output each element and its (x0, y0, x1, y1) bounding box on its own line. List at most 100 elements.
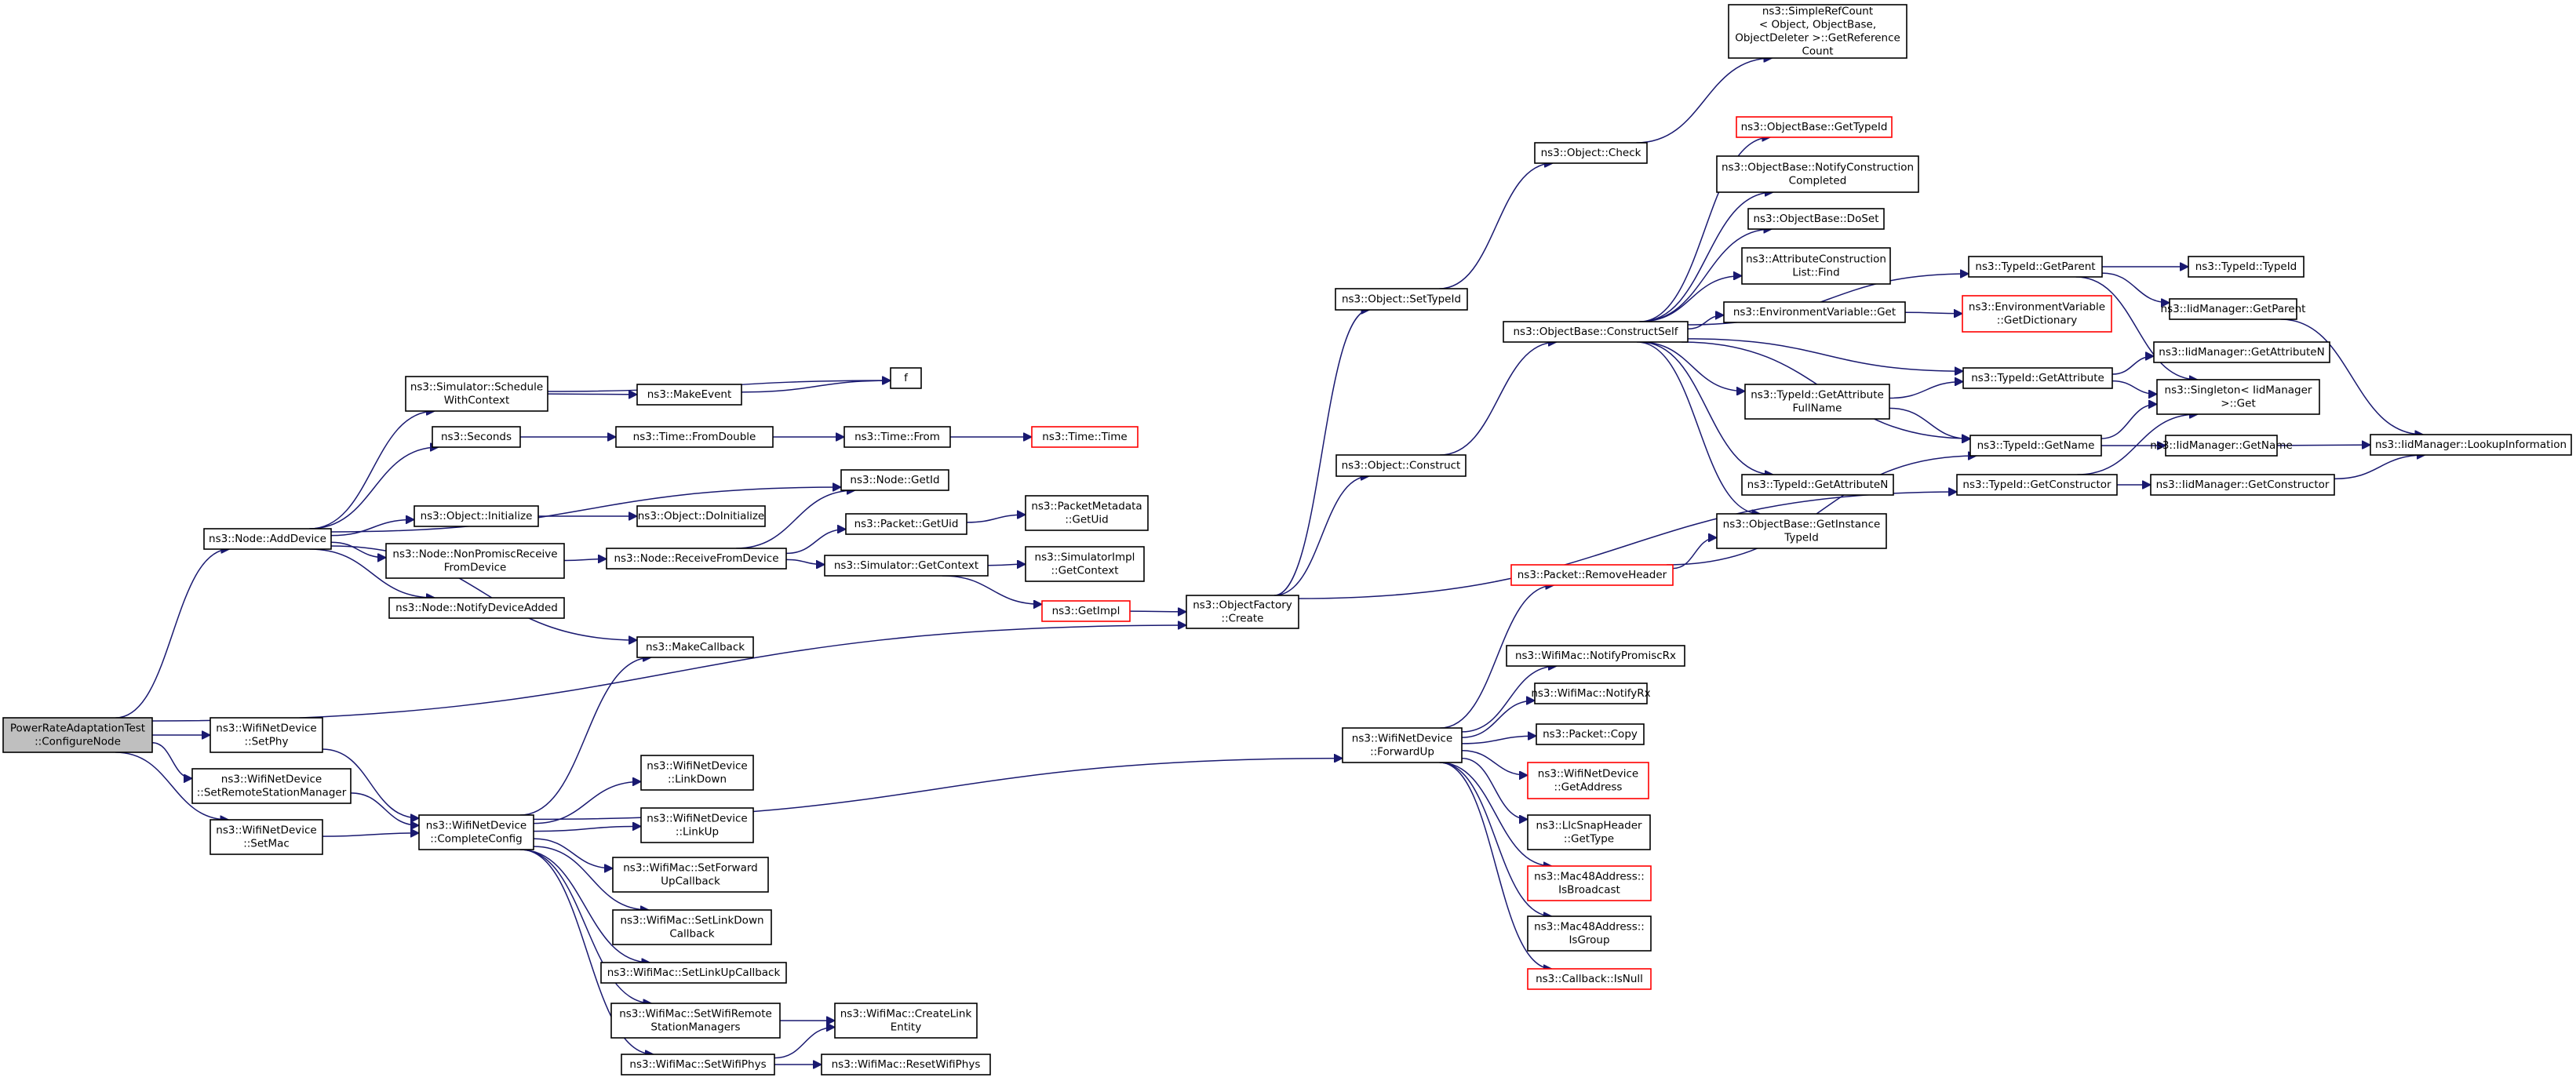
graph-node-ns3-wifinetdevice-setmac[interactable]: ns3::WifiNetDevice::SetMac (210, 819, 323, 855)
node-box[interactable] (2188, 256, 2305, 278)
node-box[interactable] (1342, 727, 1463, 763)
node-box[interactable] (1506, 645, 1685, 667)
node-box[interactable] (2370, 434, 2572, 456)
node-box[interactable] (1041, 600, 1131, 622)
node-box[interactable] (612, 909, 772, 945)
node-box[interactable] (203, 528, 332, 550)
graph-node-ns3-wifimac-notifypromiscrx[interactable]: ns3::WifiMac::NotifyPromiscRx (1506, 645, 1685, 667)
node-box[interactable] (890, 367, 922, 389)
node-box[interactable] (612, 857, 769, 893)
graph-node-ns3-makecallback[interactable]: ns3::MakeCallback (636, 636, 754, 658)
node-box[interactable] (1534, 682, 1648, 704)
graph-node-ns3-mac48address-isbroadcast[interactable]: ns3::Mac48Address::IsBroadcast (1527, 865, 1652, 901)
node-box[interactable] (1031, 426, 1139, 448)
node-box[interactable] (1503, 321, 1689, 343)
node-box[interactable] (824, 555, 989, 577)
node-box[interactable] (1527, 865, 1652, 901)
graph-node-ns3-simulatorimpl-getcontext[interactable]: ns3::SimulatorImpl::GetContext (1025, 546, 1145, 582)
node-box[interactable] (405, 376, 548, 412)
graph-node-ns3-environmentvariable-get[interactable]: ns3::EnvironmentVariable::Get (1723, 301, 1906, 323)
graph-node-ns3-simulator-getcontext[interactable]: ns3::Simulator::GetContext (824, 555, 989, 577)
graph-node-ns3-node-getid[interactable]: ns3::Node::GetId (840, 469, 949, 491)
node-box[interactable] (1723, 301, 1906, 323)
node-box[interactable] (2, 717, 153, 753)
graph-node-ns3-packet-getuid[interactable]: ns3::Packet::GetUid (845, 513, 967, 535)
graph-node-ns3-node-receivefromdevice[interactable]: ns3::Node::ReceiveFromDevice (606, 548, 787, 570)
graph-node-ns3-node-notifydeviceadded[interactable]: ns3::Node::NotifyDeviceAdded (388, 597, 565, 619)
node-box[interactable] (1527, 814, 1651, 850)
node-box[interactable] (191, 768, 352, 804)
node-box[interactable] (621, 1054, 775, 1076)
node-box[interactable] (640, 755, 754, 791)
node-box[interactable] (840, 469, 949, 491)
graph-node-ns3-wifinetdevice-setphy[interactable]: ns3::WifiNetDevice::SetPhy (210, 717, 323, 753)
node-box[interactable] (1969, 435, 2102, 457)
node-box[interactable] (418, 814, 534, 850)
graph-node-ns3-mac48address-isgroup[interactable]: ns3::Mac48Address::IsGroup (1527, 915, 1652, 952)
node-box[interactable] (1968, 256, 2103, 278)
node-box[interactable] (432, 426, 521, 448)
node-box[interactable] (1527, 915, 1652, 952)
graph-node-ns3-wifinetdevice-forwardup[interactable]: ns3::WifiNetDevice::ForwardUp (1342, 727, 1463, 763)
node-box[interactable] (640, 807, 754, 843)
graph-node-ns3-typeid-getconstructor[interactable]: ns3::TypeId::GetConstructor (1956, 474, 2118, 496)
node-box[interactable] (636, 636, 754, 658)
graph-node-ns3-object-initialize[interactable]: ns3::Object::Initialize (414, 505, 539, 527)
node-box[interactable] (636, 505, 766, 527)
graph-node-ns3-objectbase-doset[interactable]: ns3::ObjectBase::DoSet (1747, 208, 1885, 230)
node-box[interactable] (1186, 595, 1299, 629)
graph-node-ns3-wifinetdevice-linkdown[interactable]: ns3::WifiNetDevice::LinkDown (640, 755, 754, 791)
node-box[interactable] (1527, 762, 1649, 799)
node-box[interactable] (834, 1003, 978, 1039)
node-box[interactable] (1962, 367, 2113, 389)
node-box[interactable] (1741, 474, 1894, 496)
graph-node-ns3-typeid-getattributen[interactable]: ns3::TypeId::GetAttributeN (1741, 474, 1894, 496)
graph-node-ns3-time-time[interactable]: ns3::Time::Time (1031, 426, 1139, 448)
node-box[interactable] (2153, 341, 2330, 363)
graph-node-ns3-seconds[interactable]: ns3::Seconds (432, 426, 521, 448)
node-box[interactable] (845, 513, 967, 535)
graph-node-ns3-objectbase-notifyconstructioncompleted[interactable]: ns3::ObjectBase::NotifyConstructionCompl… (1716, 155, 1919, 193)
node-box[interactable] (600, 962, 787, 984)
node-box[interactable] (1025, 495, 1149, 531)
graph-node-ns3-iidmanager-lookupinformation[interactable]: ns3::IidManager::LookupInformation (2370, 434, 2572, 456)
node-box[interactable] (1962, 295, 2112, 333)
graph-node-ns3-node-adddevice[interactable]: ns3::Node::AddDevice (203, 528, 332, 550)
graph-node-ns3-packet-removeheader[interactable]: ns3::Packet::RemoveHeader (1510, 564, 1674, 586)
node-box[interactable] (606, 548, 787, 570)
graph-node-f[interactable]: f (890, 367, 922, 389)
node-box[interactable] (1736, 116, 1893, 138)
graph-node-ns3-objectfactory-create[interactable]: ns3::ObjectFactory::Create (1186, 595, 1299, 629)
node-box[interactable] (1747, 208, 1885, 230)
node-box[interactable] (615, 426, 774, 448)
graph-node-ns3-getimpl[interactable]: ns3::GetImpl (1041, 600, 1131, 622)
graph-node-ns3-wifimac-setwifiremotestationmanagers[interactable]: ns3::WifiMac::SetWifiRemoteStationManage… (610, 1003, 781, 1039)
graph-node-ns3-typeid-typeid[interactable]: ns3::TypeId::TypeId (2188, 256, 2305, 278)
node-box[interactable] (1527, 968, 1652, 990)
node-box[interactable] (1335, 288, 1468, 311)
graph-node-ns3-wifimac-setwifiphys[interactable]: ns3::WifiMac::SetWifiPhys (621, 1054, 775, 1076)
root-node[interactable]: PowerRateAdaptationTest::ConfigureNode (2, 717, 153, 753)
graph-node-ns3-object-doinitialize[interactable]: ns3::Object::DoInitialize (636, 505, 766, 527)
graph-node-ns3-object-settypeid[interactable]: ns3::Object::SetTypeId (1335, 288, 1468, 311)
node-box[interactable] (1025, 546, 1145, 582)
graph-node-ns3-object-construct[interactable]: ns3::Object::Construct (1335, 454, 1467, 477)
graph-node-ns3-wifimac-resetwifiphys[interactable]: ns3::WifiMac::ResetWifiPhys (821, 1054, 991, 1076)
node-box[interactable] (1536, 723, 1645, 745)
graph-node-ns3-packet-copy[interactable]: ns3::Packet::Copy (1536, 723, 1645, 745)
graph-node-ns3-llcsnapheader-gettype[interactable]: ns3::LlcSnapHeader::GetType (1527, 814, 1651, 850)
graph-node-ns3-environmentvariable-getdictionary[interactable]: ns3::EnvironmentVariable::GetDictionary (1962, 295, 2112, 333)
node-box[interactable] (2169, 298, 2297, 320)
node-box[interactable] (1716, 513, 1887, 549)
graph-node-ns3-wifinetdevice-setremotestationmanager[interactable]: ns3::WifiNetDevice::SetRemoteStationMana… (191, 768, 352, 804)
node-box[interactable] (1741, 247, 1891, 285)
graph-node-ns3-packetmetadata-getuid[interactable]: ns3::PacketMetadata::GetUid (1025, 495, 1149, 531)
graph-node-ns3-objectbase-gettypeid[interactable]: ns3::ObjectBase::GetTypeId (1736, 116, 1893, 138)
node-box[interactable] (385, 543, 565, 579)
